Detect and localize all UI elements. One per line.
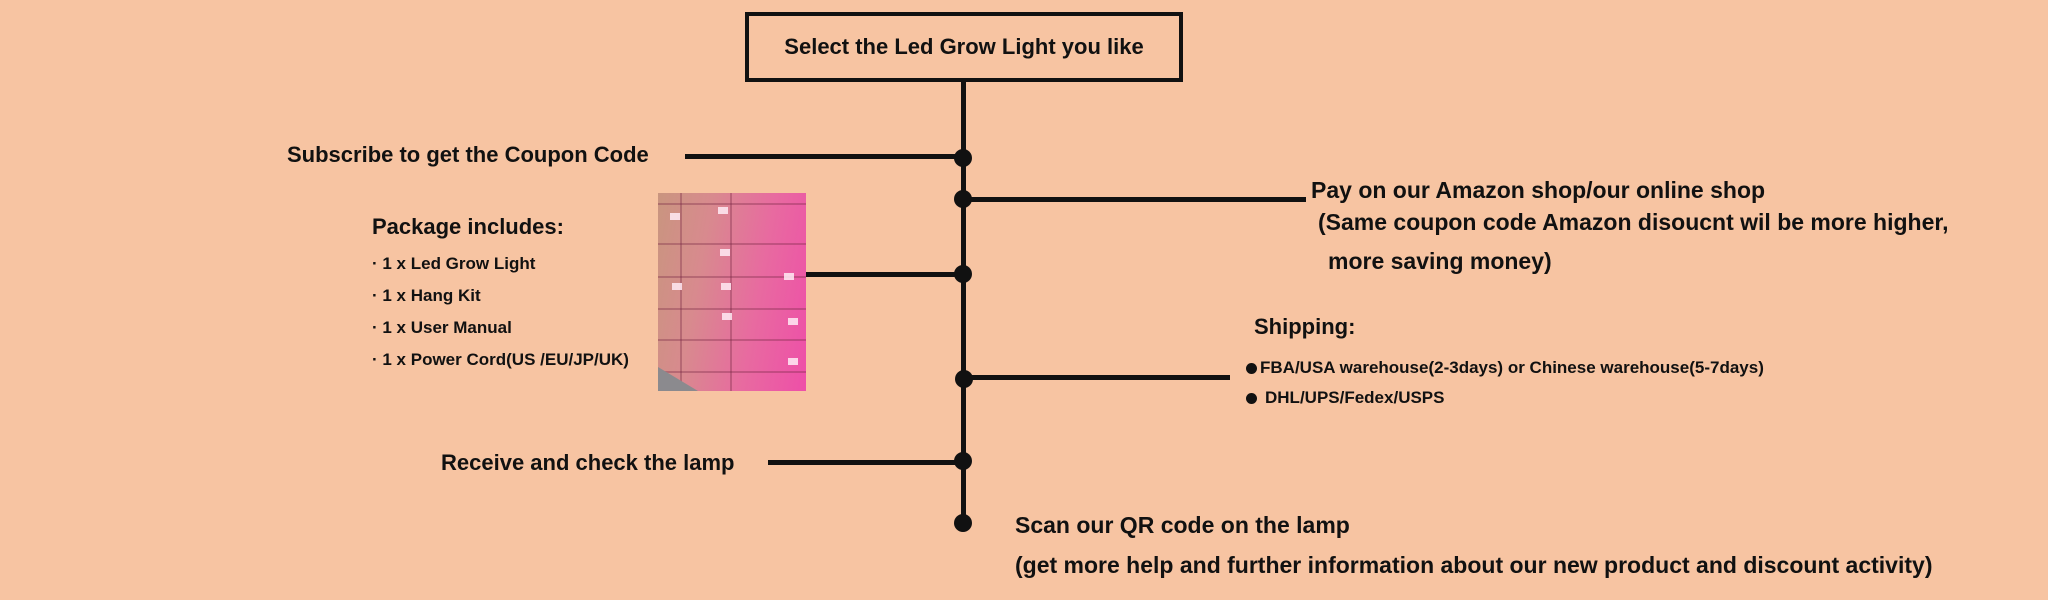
package-item: · 1 x User Manual (372, 318, 512, 337)
connector-receive (768, 460, 963, 465)
node-subscribe (954, 149, 972, 167)
step-scan-label: Scan our QR code on the lamp (1015, 512, 1350, 538)
node-scan (954, 514, 972, 532)
package-item: · 1 x Led Grow Light (372, 254, 536, 273)
bullet-icon (1246, 363, 1257, 375)
step-scan-note: (get more help and further information a… (1015, 552, 1933, 578)
connector-pay (963, 197, 1306, 202)
step-pay-note-1: (Same coupon code Amazon disoucnt wil be… (1318, 209, 1949, 235)
step-receive-label: Receive and check the lamp (441, 450, 735, 475)
package-item: · 1 x Hang Kit (372, 286, 481, 305)
shipping-heading: Shipping: (1254, 314, 1356, 339)
connector-shipping (963, 375, 1230, 380)
shipping-item: FBA/USA warehouse(2-3days) or Chinese wa… (1246, 358, 1764, 378)
package-heading: Package includes: (372, 214, 564, 239)
diagram-title: Select the Led Grow Light you like (784, 34, 1144, 59)
shipping-item: DHL/UPS/Fedex/USPS (1246, 388, 1445, 408)
title-box: Select the Led Grow Light you like (745, 12, 1183, 82)
node-receive (954, 452, 972, 470)
node-package (954, 265, 972, 283)
connector-package (806, 272, 963, 277)
package-boxes-photo (658, 193, 806, 391)
step-subscribe-label: Subscribe to get the Coupon Code (287, 142, 649, 167)
connector-subscribe (685, 154, 963, 159)
bullet-icon (1246, 393, 1257, 405)
step-pay-label: Pay on our Amazon shop/our online shop (1311, 177, 1766, 203)
package-item: · 1 x Power Cord(US /EU/JP/UK) (372, 350, 629, 369)
step-pay-note-2: more saving money) (1328, 248, 1552, 274)
timeline-spine (961, 78, 966, 525)
